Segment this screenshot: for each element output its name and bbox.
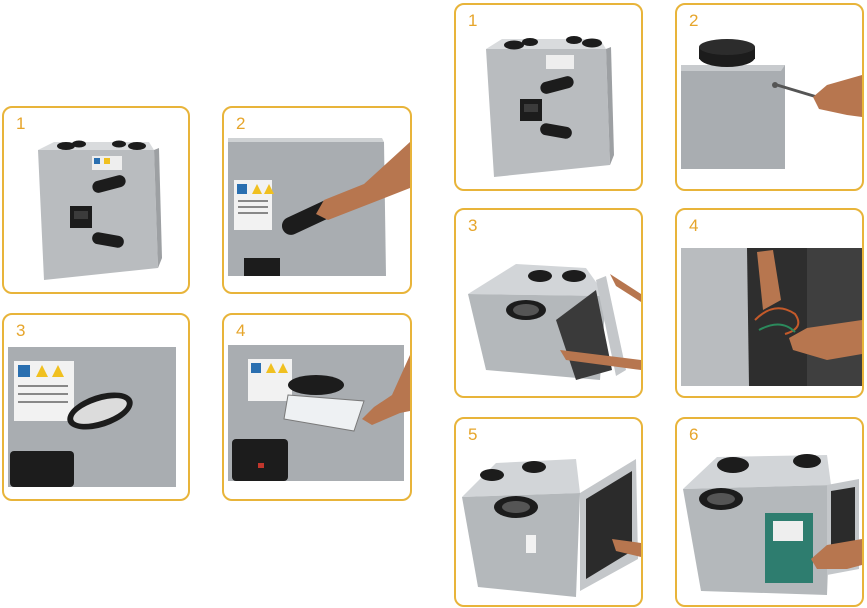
left-step-4-panel: 4	[222, 313, 412, 501]
step-number: 2	[236, 114, 246, 133]
step-number: 4	[689, 216, 699, 235]
unscrew-photo	[677, 5, 862, 189]
module-replace-photo	[677, 419, 862, 605]
filter-cassette-photo	[224, 315, 410, 499]
step-number: 5	[468, 425, 478, 444]
right-step-3-panel: 3	[454, 208, 643, 398]
pull-handle-photo	[224, 108, 410, 292]
right-step-4-panel: 4	[675, 208, 864, 398]
wiring-photo	[677, 210, 862, 396]
filter-cover-photo	[4, 315, 188, 499]
step-number: 1	[468, 11, 478, 30]
right-step-6-panel: 6	[675, 417, 864, 607]
step-number: 4	[236, 321, 246, 340]
left-step-2-panel: 2	[222, 106, 412, 294]
left-step-3-panel: 3	[2, 313, 190, 501]
left-step-1-panel: 1	[2, 106, 190, 294]
step-number: 3	[16, 321, 26, 340]
unit-front-photo	[4, 108, 188, 292]
step-number: 2	[689, 11, 699, 30]
right-step-1-panel: 1	[454, 3, 643, 191]
unit-front-photo	[456, 5, 641, 189]
step-number: 3	[468, 216, 478, 235]
remove-panel-photo	[456, 210, 641, 396]
right-step-2-panel: 2	[675, 3, 864, 191]
right-step-5-panel: 5	[454, 417, 643, 607]
step-number: 1	[16, 114, 26, 133]
step-number: 6	[689, 425, 699, 444]
panel-open-photo	[456, 419, 641, 605]
